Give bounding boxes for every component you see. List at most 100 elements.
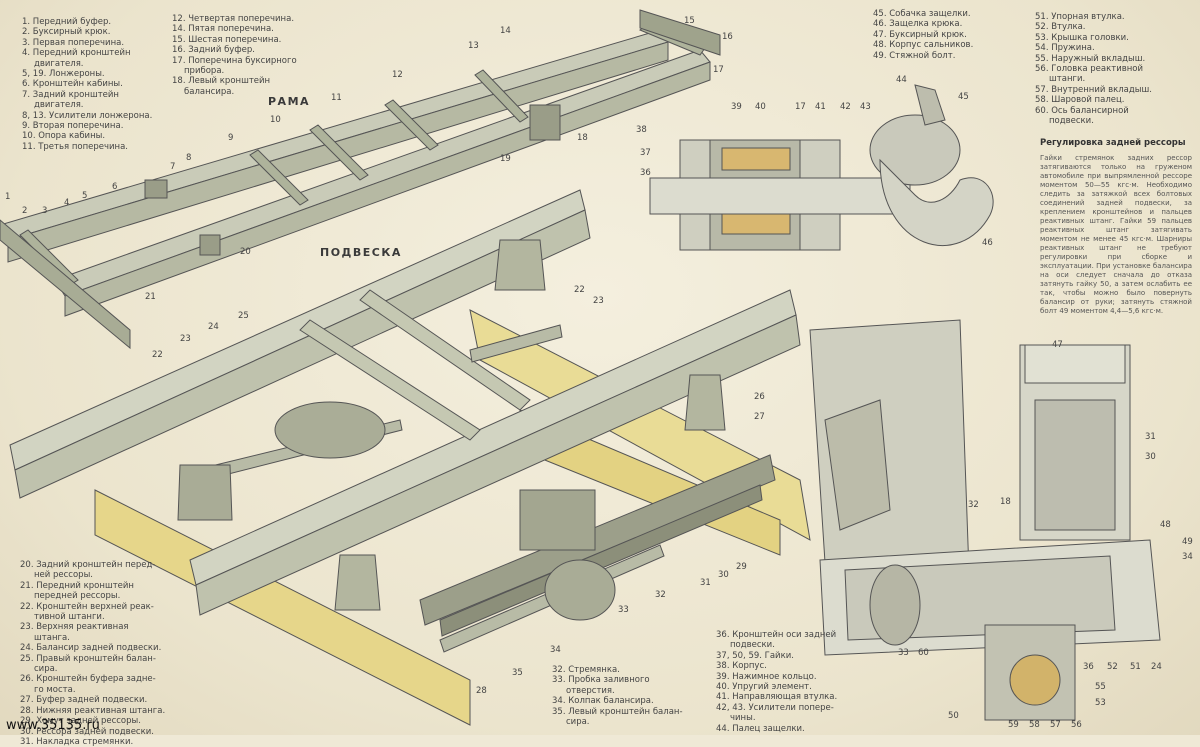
legend-line: 9. Вторая поперечина. xyxy=(22,121,124,132)
legend-line: 5, 19. Лонжероны. xyxy=(22,69,105,80)
legend-line: 27. Буфер задней подвески. xyxy=(20,695,148,706)
callout-number: 5 xyxy=(82,191,88,201)
legend-line: сира. xyxy=(34,664,58,675)
callout-number: 27 xyxy=(754,412,765,422)
callout-number: 42 xyxy=(840,102,851,112)
legend-line: 57. Внутренний вкладыш. xyxy=(1035,84,1152,95)
legend-line: двигателя. xyxy=(34,58,84,69)
legend-line: сира. xyxy=(566,717,590,728)
callout-number: 52 xyxy=(1107,662,1118,672)
legend-line: подвески. xyxy=(730,640,775,651)
callout-number: 34 xyxy=(550,645,561,655)
legend-line: 39. Нажимное кольцо. xyxy=(716,671,817,682)
legend-line: 3. Первая поперечина. xyxy=(22,37,125,48)
callout-number: 11 xyxy=(331,93,342,103)
legend-line: 32. Стремянка. xyxy=(552,665,620,675)
callout-number: 31 xyxy=(1145,432,1156,442)
callout-number: 53 xyxy=(1095,698,1106,708)
legend-line: 1. Передний буфер. xyxy=(22,17,112,27)
callout-number: 37 xyxy=(640,148,651,158)
legend-hook-2: 51. Упорная втулка. 52. Втулка. 53. Крыш… xyxy=(1035,12,1152,126)
legend-line: 37, 50, 59. Гайки. xyxy=(716,650,794,661)
legend-line: 16. Задний буфер. xyxy=(172,45,255,56)
callout-number: 14 xyxy=(500,26,511,36)
legend-line: 22. Кронштейн верхней реак- xyxy=(20,601,154,612)
legend-line: 30. Рессора задней подвески. xyxy=(20,726,154,737)
callout-number: 33 xyxy=(618,605,629,615)
callout-number: 23 xyxy=(180,334,191,344)
legend-line: 40. Упругий элемент. xyxy=(716,682,812,693)
legend-line: чины. xyxy=(730,713,756,724)
callout-number: 36 xyxy=(640,168,651,178)
legend-bottom-2: 36. Кронштейн оси задней подвески. 37, 5… xyxy=(716,630,837,734)
adjust-title: Регулировка задней рессоры xyxy=(1040,138,1186,148)
legend-line: прибора. xyxy=(184,66,225,77)
frame-drawing xyxy=(0,9,721,350)
callout-number: 31 xyxy=(700,578,711,588)
suspension-drawing xyxy=(9,189,811,726)
legend-line: 55. Наружный вкладыш. xyxy=(1035,53,1146,64)
legend-line: двигателя. xyxy=(34,100,84,111)
callout-number: 29 xyxy=(736,562,747,572)
callout-number: 38 xyxy=(636,125,647,135)
callout-number: 26 xyxy=(754,392,765,402)
callout-number: 15 xyxy=(684,16,695,26)
legend-line: 54. Пружина. xyxy=(1035,43,1095,54)
callout-number: 39 xyxy=(731,102,742,112)
legend-line: 34. Колпак балансира. xyxy=(552,696,654,707)
legend-line: балансира. xyxy=(184,86,235,97)
legend-hook: 45. Собачка защелки. 46. Защелка крюка. … xyxy=(873,9,973,61)
legend-suspension: 20. Задний кронштейн перед- ней рессоры.… xyxy=(20,560,165,747)
legend-line: 46. Защелка крюка. xyxy=(873,19,963,30)
legend-line: 41. Направляющая втулка. xyxy=(716,692,838,703)
legend-line: 52. Втулка. xyxy=(1035,22,1086,33)
legend-line: 18. Левый кронштейн xyxy=(172,76,271,87)
callout-number: 1 xyxy=(5,192,11,202)
legend-line: 10. Опора кабины. xyxy=(22,131,106,142)
legend-line: 35. Левый кронштейн балан- xyxy=(552,706,683,717)
legend-line: 6. Кронштейн кабины. xyxy=(22,79,123,90)
callout-number: 30 xyxy=(1145,452,1156,462)
frame-title: РАМА xyxy=(268,95,311,108)
legend-line: отверстия. xyxy=(566,685,615,696)
callout-number: 36 xyxy=(1083,662,1094,672)
legend-line: 20. Задний кронштейн перед- xyxy=(20,560,156,570)
legend-line: 8, 13. Усилители лонжерона. xyxy=(22,110,153,121)
callout-number: 17 xyxy=(795,102,806,112)
balancer-section-drawing xyxy=(809,319,1161,721)
legend-line: штанга. xyxy=(34,632,70,643)
callout-number: 30 xyxy=(718,570,729,580)
callout-number: 35 xyxy=(512,668,523,678)
callout-number: 16 xyxy=(722,32,733,42)
callout-number: 44 xyxy=(896,75,907,85)
callout-number: 34 xyxy=(1182,552,1193,562)
callout-number: 13 xyxy=(468,41,479,51)
legend-line: 48. Корпус сальников. xyxy=(873,40,974,51)
legend-line: подвески. xyxy=(1049,116,1094,127)
legend-line: 60. Ось балансирной xyxy=(1035,105,1129,116)
callout-number: 49 xyxy=(1182,537,1193,547)
legend-line: 17. Поперечина буксирного xyxy=(172,55,297,66)
callout-number: 60 xyxy=(918,648,929,658)
adjust-text: Гайки стремянок задних рессор затягивают… xyxy=(1040,154,1192,315)
callout-number: 12 xyxy=(392,70,403,80)
legend-line: 33. Пробка заливного xyxy=(552,675,650,686)
callout-number: 50 xyxy=(948,711,959,721)
callout-number: 10 xyxy=(270,115,281,125)
legend-line: передней рессоры. xyxy=(34,591,121,602)
callout-number: 57 xyxy=(1050,720,1061,730)
legend-line: 15. Шестая поперечина. xyxy=(172,34,282,45)
callout-number: 47 xyxy=(1052,340,1063,350)
watermark: www.35135.ru xyxy=(6,718,100,733)
legend-line: 56. Головка реактивной xyxy=(1035,64,1144,75)
callout-number: 6 xyxy=(112,182,118,192)
callout-number: 43 xyxy=(860,102,871,112)
callout-number: 32 xyxy=(655,590,666,600)
legend-line: 2. Буксирный крюк. xyxy=(22,27,111,38)
legend-bottom: 32. Стремянка. 33. Пробка заливного отве… xyxy=(552,665,683,727)
legend-line: 49. Стяжной болт. xyxy=(873,50,956,61)
callout-number: 8 xyxy=(186,153,192,163)
callout-number: 58 xyxy=(1029,720,1040,730)
callout-number: 51 xyxy=(1130,662,1141,672)
